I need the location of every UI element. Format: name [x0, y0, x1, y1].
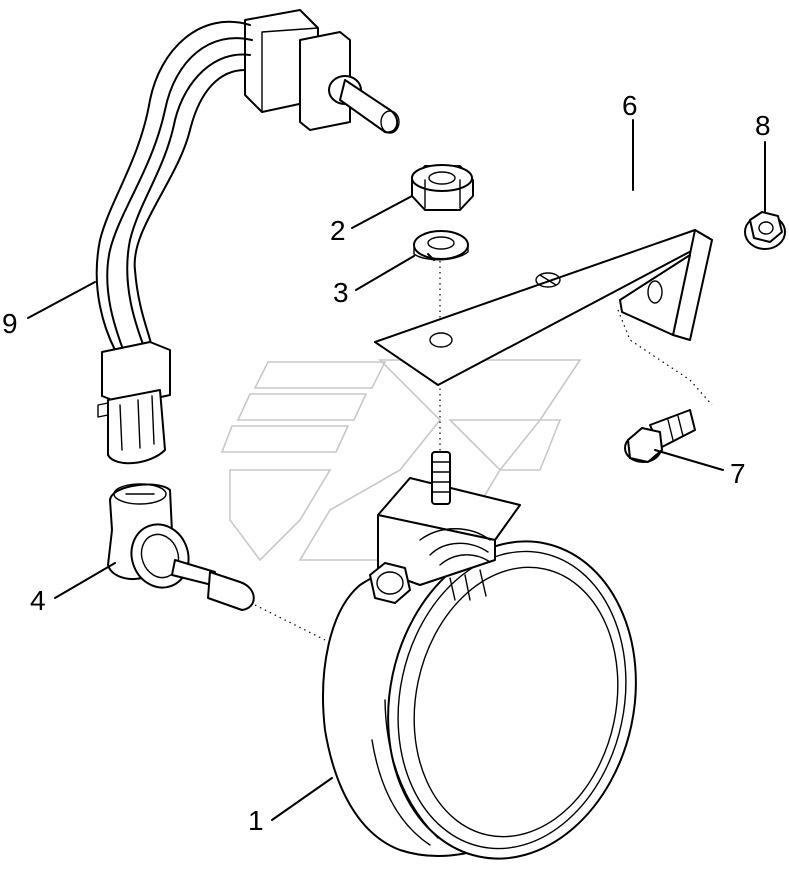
lock-washer — [413, 230, 469, 261]
leader-lines — [27, 119, 766, 821]
callout-3: 3 — [333, 277, 349, 308]
callout-6: 6 — [622, 90, 638, 121]
callout-7: 7 — [730, 458, 746, 489]
flange-bolt — [624, 409, 696, 463]
callout-4: 4 — [30, 585, 46, 616]
bulb-socket — [107, 483, 255, 611]
hex-nut — [411, 164, 474, 211]
mounting-bracket — [374, 229, 713, 386]
callout-9: 9 — [2, 308, 18, 339]
switch-harness — [95, 9, 400, 465]
work-lamp — [322, 451, 637, 860]
flange-nut — [744, 211, 786, 250]
callout-1: 1 — [248, 805, 264, 836]
callout-8: 8 — [755, 110, 771, 141]
callout-labels: 1 2 3 4 6 7 8 9 — [2, 90, 771, 836]
callout-2: 2 — [330, 215, 346, 246]
